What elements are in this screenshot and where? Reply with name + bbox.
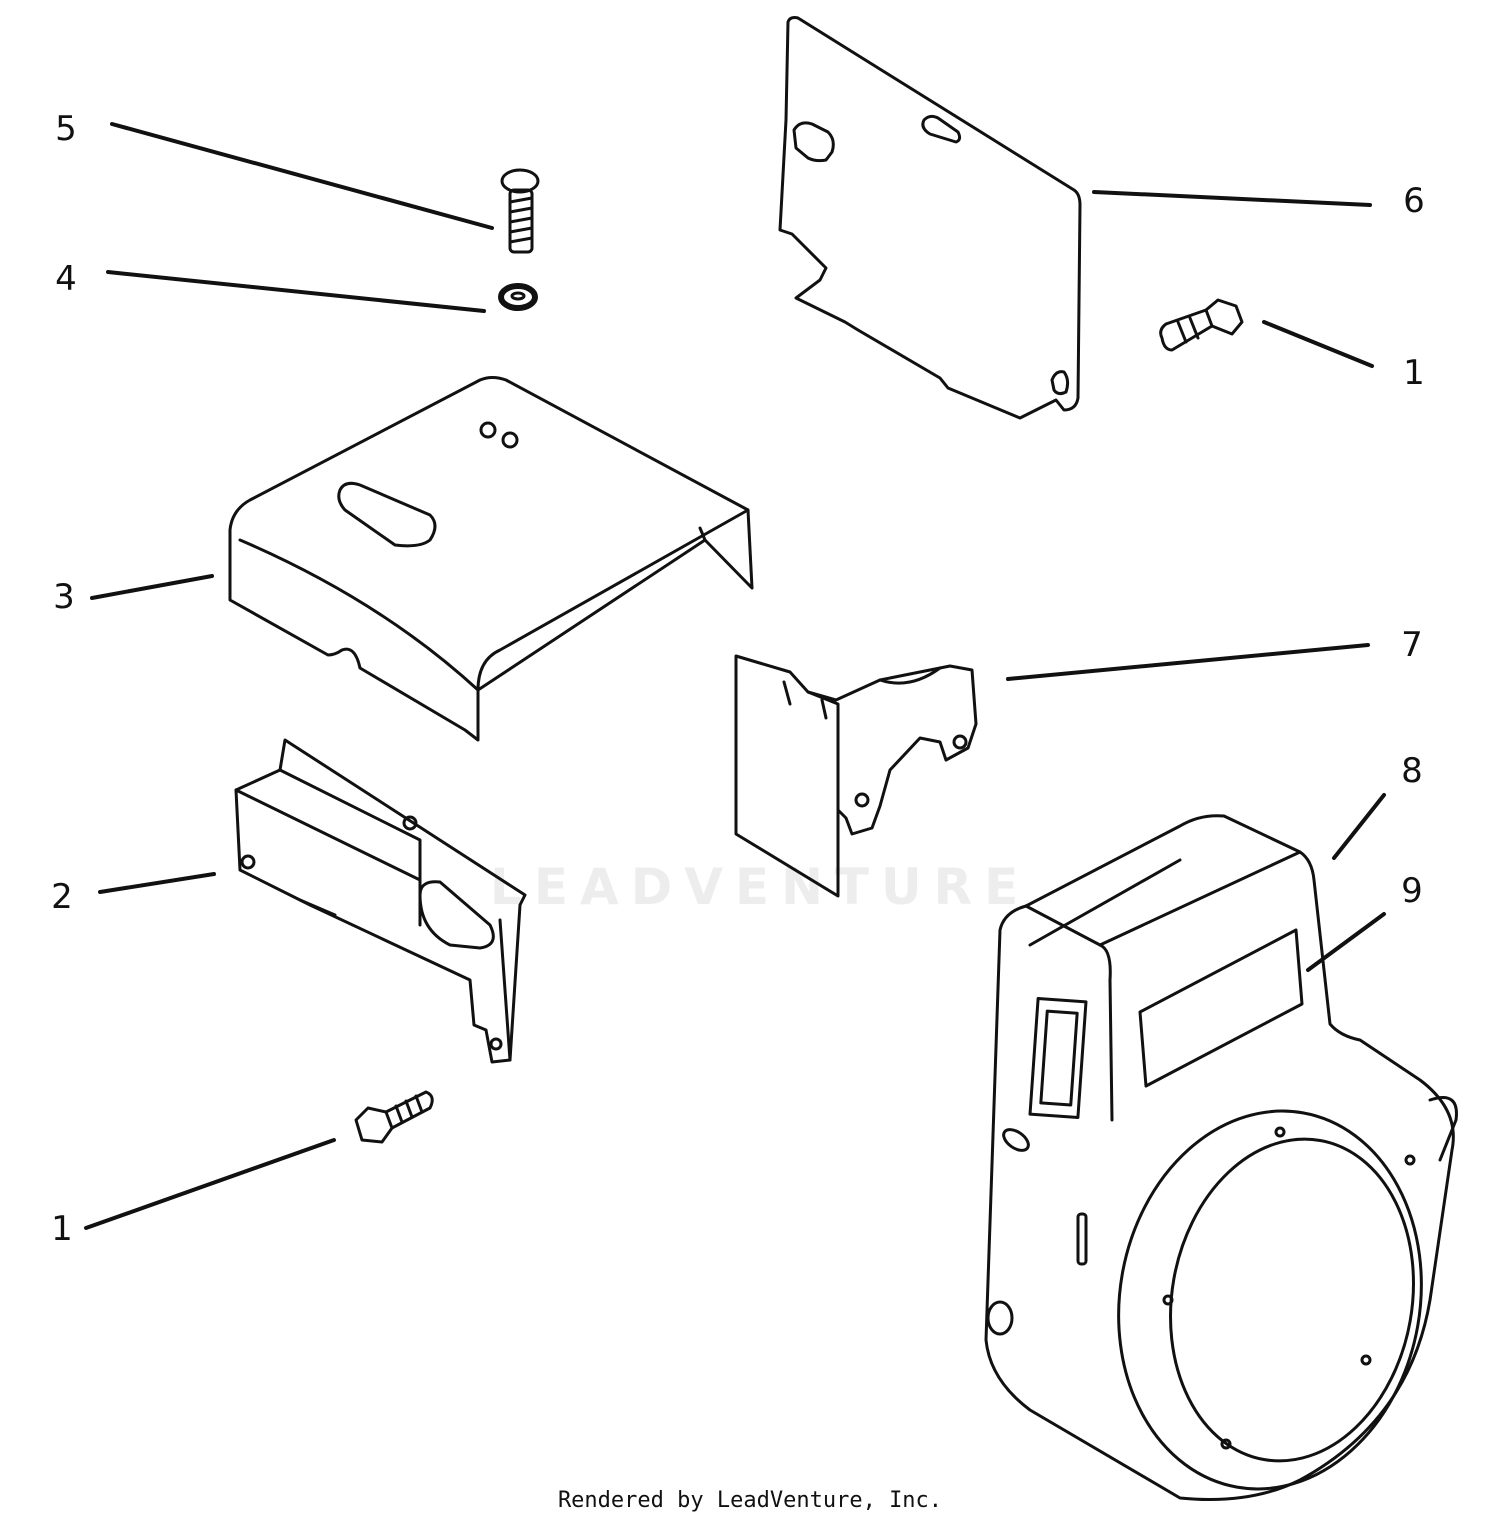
callout-2: 2 [51, 877, 73, 917]
callout-7: 7 [1401, 625, 1423, 665]
leader-6 [1092, 190, 1372, 207]
leader-lines [84, 122, 1386, 1230]
part-1b-bolt [1159, 298, 1244, 352]
leader-1a [84, 1138, 336, 1230]
part-3-shroud-cover [228, 376, 754, 742]
callout-1-upper: 1 [1403, 353, 1425, 393]
callout-5: 5 [55, 109, 77, 149]
part-7-bracket [734, 654, 978, 898]
leader-4 [106, 270, 486, 313]
callout-6: 6 [1403, 181, 1425, 221]
callout-1-lower: 1 [51, 1209, 73, 1249]
part-5-screw [500, 168, 540, 254]
callout-3: 3 [53, 577, 75, 617]
part-9-decal [1138, 928, 1304, 1088]
callout-9: 9 [1401, 871, 1423, 911]
part-6-side-panel [778, 16, 1082, 420]
callout-4: 4 [55, 259, 77, 299]
leader-1b [1262, 320, 1374, 368]
part-2-baffle [234, 738, 527, 1064]
leader-2 [98, 872, 216, 894]
leader-8 [1332, 793, 1386, 860]
part-4-washer [498, 283, 538, 311]
watermark-text: LEADVENTURE [490, 858, 1031, 916]
leader-5 [110, 122, 494, 230]
part-8-blower-housing [984, 814, 1458, 1501]
leader-7 [1006, 643, 1370, 681]
part-1a-bolt [354, 1090, 434, 1144]
leader-3 [90, 574, 214, 600]
leader-9 [1306, 912, 1386, 972]
render-credit: Rendered by LeadVenture, Inc. [557, 1488, 943, 1513]
callout-8: 8 [1401, 751, 1423, 791]
